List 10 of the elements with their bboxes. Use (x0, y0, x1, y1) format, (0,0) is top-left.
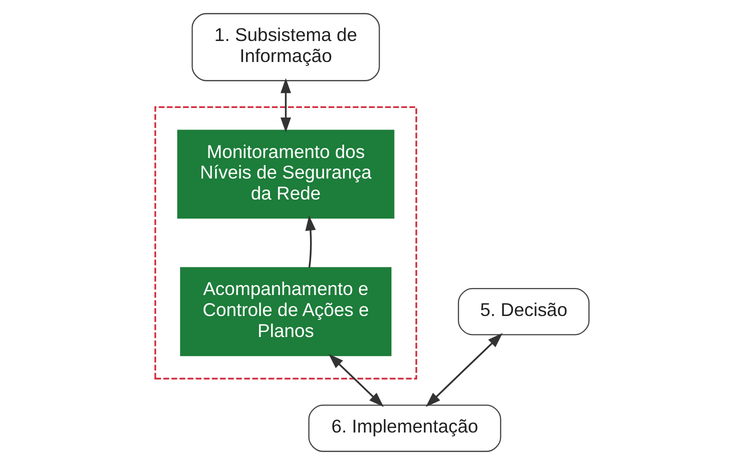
cluster (154, 106, 417, 379)
arrow (328, 353, 384, 406)
arrow (280, 78, 291, 132)
node-box: 1. Subsistema de Informação (191, 12, 380, 81)
node-box: Acompanhamento e Controle de Ações e Planos (180, 266, 391, 356)
node-box: 5. Decisão (457, 287, 590, 335)
arrow (425, 332, 502, 406)
node-box: Monitoramento dos Níveis de Segurança da Rede (176, 129, 394, 218)
node-box: 6. Implementação (308, 404, 501, 452)
arrow (304, 214, 316, 268)
